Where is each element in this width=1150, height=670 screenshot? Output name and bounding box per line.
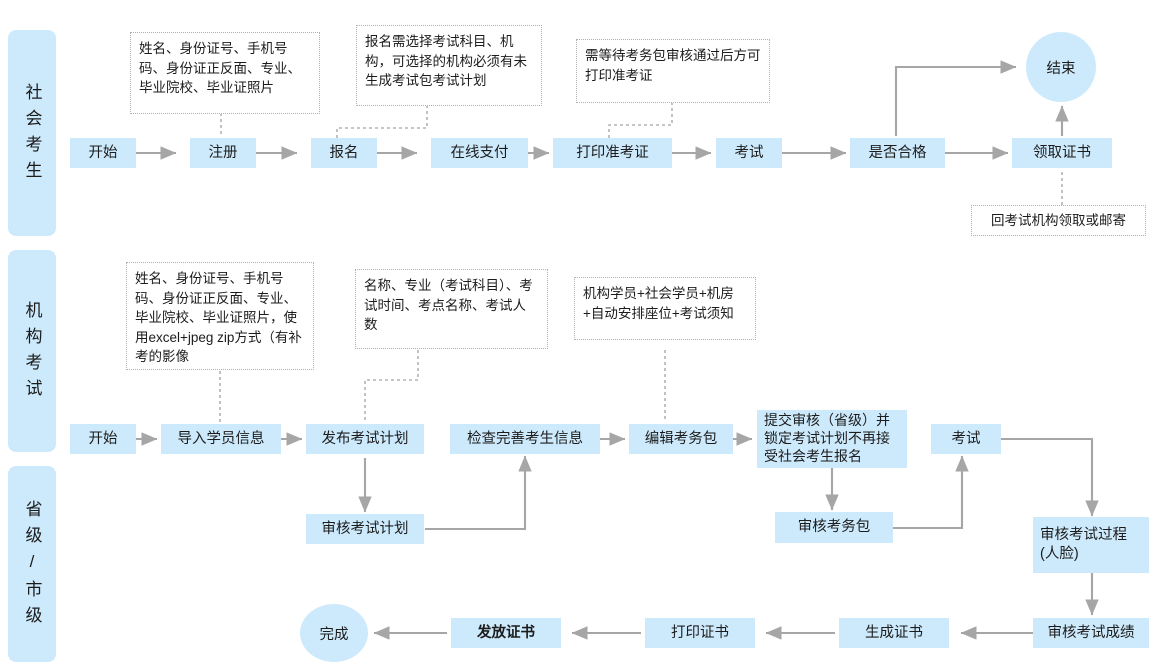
note-signup-rule: 报名需选择考试科目、机构，可选择的机构必须有未生成考试包考试计划: [356, 25, 542, 106]
node-social-pass-check[interactable]: 是否合格: [850, 138, 945, 168]
lane-label-province-city: 省级/市级: [22, 500, 42, 632]
node-inst-publish-plan[interactable]: 发布考试计划: [306, 424, 424, 454]
node-inst-start[interactable]: 开始: [70, 424, 136, 454]
node-social-exam[interactable]: 考试: [716, 138, 782, 168]
node-inst-check-candidate-info[interactable]: 检查完善考生信息: [450, 424, 600, 454]
node-prov-finish[interactable]: 完成: [300, 604, 368, 662]
node-inst-review-exam-package[interactable]: 审核考务包: [775, 512, 893, 543]
node-social-end[interactable]: 结束: [1026, 32, 1096, 102]
node-prov-print-certificate[interactable]: 打印证书: [645, 618, 755, 648]
note-import-student-fields: 姓名、身份证号、手机号码、身份证正反面、专业、毕业院校、毕业证照片，使用exce…: [126, 262, 314, 370]
node-prov-issue-certificate[interactable]: 发放证书: [451, 618, 561, 648]
node-prov-generate-certificate[interactable]: 生成证书: [839, 618, 949, 648]
node-inst-review-plan[interactable]: 审核考试计划: [306, 514, 424, 544]
node-prov-review-exam-score[interactable]: 审核考试成绩: [1033, 618, 1149, 648]
node-social-online-pay[interactable]: 在线支付: [431, 138, 528, 168]
node-social-print-ticket[interactable]: 打印准考证: [553, 138, 672, 168]
lane-social-candidate[interactable]: 社会考生: [8, 30, 56, 236]
lane-institution-exam[interactable]: 机构考试: [8, 250, 56, 452]
note-register-fields: 姓名、身份证号、手机号码、身份证正反面、专业、毕业院校、毕业证照片: [130, 32, 320, 114]
note-admission-ticket-rule: 需等待考务包审核通过后方可打印准考证: [576, 39, 770, 103]
lane-province-city[interactable]: 省级/市级: [8, 466, 56, 662]
node-inst-edit-exam-package[interactable]: 编辑考务包: [629, 424, 733, 454]
lane-label-social-candidate: 社会考生: [22, 83, 42, 187]
note-exam-plan-fields: 名称、专业（考试科目）、考试时间、考点名称、考试人数: [355, 269, 548, 349]
node-social-register[interactable]: 注册: [190, 138, 256, 168]
node-social-signup[interactable]: 报名: [311, 138, 377, 168]
lane-label-institution-exam: 机构考试: [22, 301, 42, 405]
node-social-get-certificate[interactable]: 领取证书: [1012, 138, 1112, 168]
node-social-start[interactable]: 开始: [70, 138, 136, 168]
node-prov-review-exam-process[interactable]: 审核考试过程 (人脸): [1033, 517, 1149, 573]
node-inst-import-students[interactable]: 导入学员信息: [161, 424, 281, 454]
node-inst-exam[interactable]: 考试: [931, 424, 1001, 454]
note-certificate-pickup: 回考试机构领取或邮寄: [971, 205, 1146, 236]
note-exam-package-fields: 机构学员+社会学员+机房+自动安排座位+考试须知: [574, 277, 756, 340]
node-inst-submit-review-lock[interactable]: 提交审核（省级）并锁定考试计划不再接受社会考生报名: [757, 410, 907, 468]
